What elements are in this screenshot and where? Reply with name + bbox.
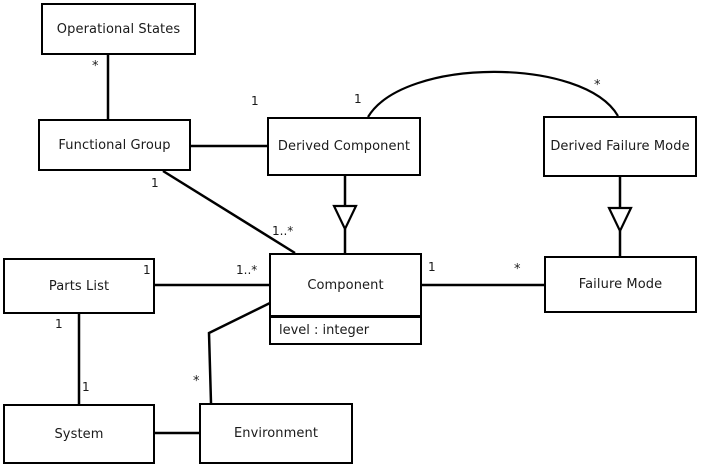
attribute-level: level : integer — [279, 323, 370, 338]
class-name-functional-group: Functional Group — [58, 137, 171, 153]
class-box-operational-states[interactable]: Operational States — [41, 3, 196, 55]
class-box-derived-component[interactable]: Derived Component — [267, 117, 421, 176]
connector-derived-component-derived-failure-mode — [367, 70, 619, 118]
multiplicity-derived-component-arc: 1 — [354, 92, 362, 106]
class-name-environment: Environment — [233, 426, 319, 441]
multiplicity-parts-list-component-right: 1..* — [236, 263, 258, 277]
connector-environment-component — [207, 301, 271, 404]
class-name-derived-component: Derived Component — [277, 139, 411, 154]
multiplicity-parts-list-system: 1 — [55, 317, 63, 331]
multiplicity-component-functional-group: 1..* — [272, 224, 294, 238]
connector-functional-group-component — [162, 169, 296, 255]
multiplicity-component-failure-mode: 1 — [428, 260, 436, 274]
multiplicity-derived-failure-mode-arc: * — [594, 78, 601, 93]
hollow-triangle-icon — [332, 204, 358, 232]
class-box-system[interactable]: System — [3, 404, 155, 464]
class-name-system: System — [54, 426, 104, 442]
multiplicity-operational-states-functional-group: * — [92, 59, 99, 74]
class-box-parts-list[interactable]: Parts List — [3, 258, 155, 314]
class-attributes-component[interactable]: level : integer — [269, 316, 422, 345]
class-name-operational-states: Operational States — [56, 21, 181, 37]
multiplicity-failure-mode-component: * — [514, 262, 521, 277]
multiplicity-parts-list-component-left: 1 — [143, 263, 151, 277]
class-box-component[interactable]: Component — [269, 253, 422, 317]
class-box-failure-mode[interactable]: Failure Mode — [544, 256, 697, 313]
multiplicity-functional-group-derived-component: 1 — [251, 94, 259, 108]
multiplicity-environment-component: * — [193, 374, 200, 389]
class-name-failure-mode: Failure Mode — [578, 277, 663, 292]
hollow-triangle-icon — [607, 206, 633, 234]
class-name-derived-failure-mode: Derived Failure Mode — [550, 139, 690, 154]
multiplicity-system-parts-list: 1 — [82, 380, 90, 394]
class-name-component: Component — [307, 277, 384, 293]
multiplicity-functional-group-component: 1 — [151, 176, 159, 190]
class-box-functional-group[interactable]: Functional Group — [38, 119, 191, 171]
class-box-derived-failure-mode[interactable]: Derived Failure Mode — [543, 116, 697, 177]
class-name-parts-list: Parts List — [48, 278, 110, 294]
class-box-environment[interactable]: Environment — [199, 403, 353, 464]
